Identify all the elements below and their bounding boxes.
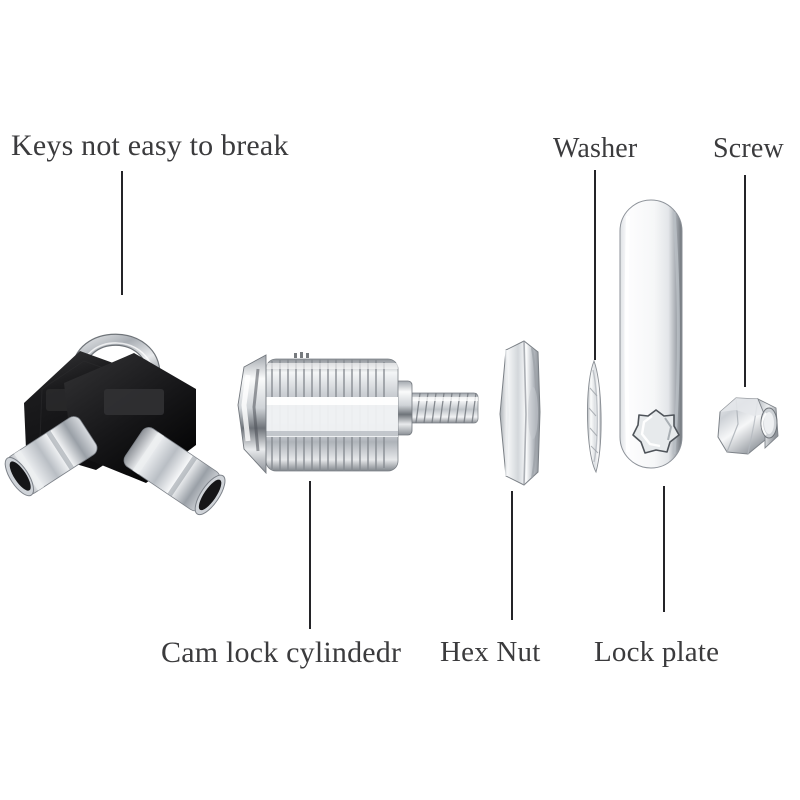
leader-line-washer — [594, 170, 596, 360]
screw-nut-icon — [710, 390, 786, 464]
keys-icon — [0, 285, 226, 530]
label-washer: Washer — [553, 133, 638, 164]
leader-line-keys — [121, 171, 123, 295]
cam-lock-cylinder-icon — [222, 345, 492, 485]
label-cam-lock-cylinder: Cam lock cylindedr — [161, 636, 402, 669]
label-hex-nut: Hex Nut — [440, 636, 541, 668]
label-keys: Keys not easy to break — [11, 129, 289, 162]
leader-line-hex-nut — [511, 491, 513, 620]
leader-line-screw — [744, 175, 746, 387]
washer-icon — [578, 358, 610, 476]
lock-plate-icon — [616, 196, 696, 472]
leader-line-cam-lock-cylinder — [309, 481, 311, 629]
hex-nut-icon — [494, 336, 546, 490]
label-screw: Screw — [713, 133, 784, 164]
label-lock-plate: Lock plate — [594, 636, 720, 668]
leader-line-lock-plate — [663, 486, 665, 612]
